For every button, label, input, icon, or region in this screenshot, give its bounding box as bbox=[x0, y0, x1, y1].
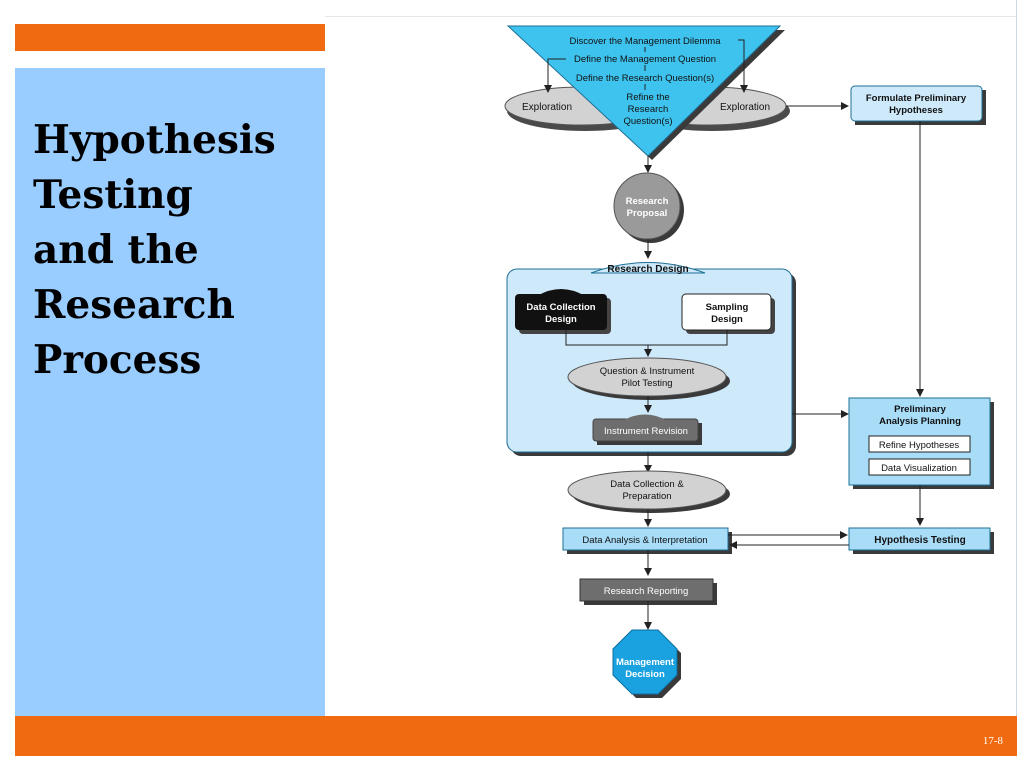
funnel-refine-label: Refine the bbox=[626, 92, 669, 103]
funnel-define-mgmt-label: Define the Management Question bbox=[574, 54, 716, 65]
data-collection-preparation-node: Data Collection & Preparation bbox=[567, 470, 730, 513]
proposal-label: Proposal bbox=[627, 208, 668, 219]
data-collection-design-label: Data Collection bbox=[526, 302, 595, 313]
funnel-define-research-label: Define the Research Question(s) bbox=[576, 73, 714, 84]
funnel-refine-label: Research bbox=[628, 104, 669, 115]
formulate-hypotheses-node: Formulate Preliminary Hypotheses bbox=[850, 85, 986, 125]
data-visualization-box bbox=[868, 458, 971, 476]
research-design-group: Research Design Data Collection Design S… bbox=[506, 262, 796, 456]
funnel-discover-label: Discover the Management Dilemma bbox=[569, 36, 721, 47]
data-analysis-label: Data Analysis & Interpretation bbox=[582, 535, 707, 546]
data-collection-preparation-label: Data Collection & bbox=[610, 479, 684, 490]
data-collection-design-label: Design bbox=[545, 314, 577, 325]
slide-title-line: Process bbox=[33, 337, 202, 383]
research-proposal-node: Research Proposal bbox=[613, 172, 684, 243]
analysis-planning-title: Analysis Planning bbox=[879, 416, 961, 427]
hypothesis-testing-node: Hypothesis Testing bbox=[848, 527, 994, 554]
funnel-refine-label: Question(s) bbox=[623, 116, 672, 127]
data-collection-design-node: Data Collection Design bbox=[515, 289, 611, 334]
research-reporting-label: Research Reporting bbox=[604, 586, 689, 597]
refine-hypotheses-label: Refine Hypotheses bbox=[879, 440, 960, 451]
research-design-title: Research Design bbox=[607, 264, 688, 275]
formulate-label: Formulate Preliminary bbox=[866, 93, 967, 104]
management-decision-label: Management bbox=[616, 657, 675, 668]
title-panel: Hypothesis Testing and the Research Proc… bbox=[15, 68, 325, 716]
sampling-design-label: Sampling bbox=[706, 302, 749, 313]
management-decision-label: Decision bbox=[625, 669, 665, 680]
pilot-testing-node: Question & Instrument Pilot Testing bbox=[567, 357, 730, 400]
slide-title-line: Testing bbox=[33, 172, 193, 218]
arrow-connector bbox=[565, 330, 728, 356]
page-number: 17-8 bbox=[982, 735, 1003, 747]
data-visualization-label: Data Visualization bbox=[881, 463, 957, 474]
frame-divider bbox=[1016, 0, 1017, 716]
sampling-design-node: Sampling Design bbox=[681, 293, 775, 334]
funnel-connectors bbox=[544, 39, 748, 93]
research-reporting-node: Research Reporting bbox=[579, 578, 717, 605]
analysis-planning-title: Preliminary bbox=[894, 404, 946, 415]
instrument-revision-node: Instrument Revision bbox=[592, 414, 702, 445]
exploration-left-label: Exploration bbox=[522, 102, 572, 113]
funnel-node: Discover the Management Dilemma Define t… bbox=[506, 25, 785, 160]
title-accent-bar bbox=[15, 24, 325, 51]
management-decision-node: Management Decision bbox=[612, 629, 681, 698]
data-collection-preparation-label: Preparation bbox=[622, 491, 671, 502]
slide-title-line: Research bbox=[33, 282, 235, 328]
exploration-right-label: Exploration bbox=[720, 102, 770, 113]
pilot-testing-label: Question & Instrument bbox=[600, 366, 695, 377]
research-process-diagram: Exploration Exploration Discover the Man… bbox=[504, 25, 994, 698]
instrument-revision-label: Instrument Revision bbox=[604, 426, 688, 437]
hypothesis-testing-label: Hypothesis Testing bbox=[874, 535, 966, 546]
slide-title: Hypothesis Testing and the Research Proc… bbox=[33, 113, 276, 388]
frame-divider bbox=[325, 16, 1017, 17]
data-analysis-node: Data Analysis & Interpretation bbox=[562, 527, 732, 554]
footer-bar: 17-8 bbox=[15, 716, 1017, 756]
formulate-label: Hypotheses bbox=[889, 105, 943, 116]
slide-title-line: and the bbox=[33, 227, 199, 273]
analysis-planning-node: Preliminary Analysis Planning Refine Hyp… bbox=[848, 397, 994, 489]
sampling-design-label: Design bbox=[711, 314, 743, 325]
pilot-testing-label: Pilot Testing bbox=[621, 378, 672, 389]
slide-title-line: Hypothesis bbox=[33, 117, 276, 163]
proposal-label: Research bbox=[626, 196, 669, 207]
refine-hypotheses-box bbox=[868, 435, 971, 453]
